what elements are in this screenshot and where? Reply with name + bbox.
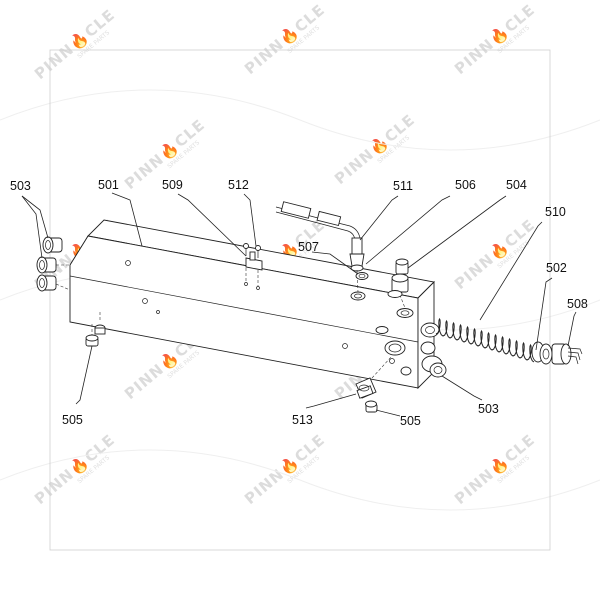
plug-503-right — [421, 355, 447, 378]
sensor-511 — [275, 201, 365, 293]
watermark-brand: PINN🔥CLE — [31, 431, 119, 509]
watermark-brand: PINN🔥CLE — [451, 216, 539, 294]
callout-505-right: 505 — [400, 414, 421, 428]
spring-coil-path — [435, 317, 535, 363]
plug-505-bottom-left — [85, 312, 106, 347]
callout-503-bottom-right: 503 — [478, 402, 499, 416]
callout-501: 501 — [98, 178, 119, 192]
callout-511: 511 — [393, 179, 413, 193]
callout-502: 502 — [546, 261, 567, 275]
front-port — [384, 340, 412, 376]
callout-labels: 503 501 509 512 511 506 504 510 507 502 … — [10, 178, 588, 428]
drawing-frame — [49, 49, 551, 551]
callout-506: 506 — [455, 178, 476, 192]
callout-503-top-left: 503 — [10, 179, 31, 193]
manifold-block — [69, 219, 435, 390]
watermark-brand: PINN🔥CLE — [331, 111, 419, 189]
callout-508: 508 — [567, 297, 588, 311]
callout-510: 510 — [545, 205, 566, 219]
seal-507 — [355, 272, 369, 280]
watermark-brand: PINN🔥CLE — [451, 431, 539, 509]
bracket-509 — [244, 251, 263, 290]
callout-504: 504 — [506, 178, 527, 192]
fitting-513 — [355, 355, 393, 399]
callout-513: 513 — [292, 413, 313, 427]
callout-509: 509 — [162, 178, 183, 192]
watermark-brand: PINN🔥CLE — [31, 6, 119, 84]
connector-508 — [551, 343, 583, 365]
watermark-brand: PINN🔥CLE — [241, 431, 329, 509]
plug-505-bottom-right — [365, 400, 378, 413]
fitting-504 — [387, 258, 409, 309]
callout-505-left: 505 — [62, 413, 83, 427]
top-ports — [350, 291, 414, 334]
callout-507: 507 — [298, 240, 319, 254]
leader-lines — [21, 192, 577, 417]
watermark-brand: PINN🔥CLE — [241, 1, 329, 79]
end-face-fittings — [420, 322, 440, 355]
screws-512 — [243, 243, 261, 258]
plug-503-left — [36, 236, 71, 292]
spring-coil-510 — [435, 317, 535, 363]
callout-512: 512 — [228, 178, 249, 192]
watermark-brand: PINN🔥CLE — [451, 1, 539, 79]
nut-502 — [531, 341, 553, 365]
